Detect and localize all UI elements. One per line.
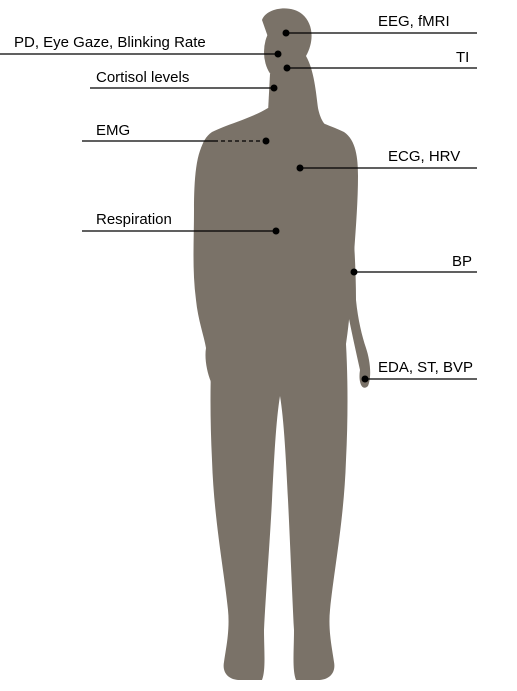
label-emg: EMG (96, 122, 130, 139)
label-cortisol: Cortisol levels (96, 69, 189, 86)
cortisol-dot (271, 85, 278, 92)
label-pd: PD, Eye Gaze, Blinking Rate (14, 34, 206, 51)
ecg-dot (297, 165, 304, 172)
eda-dot (362, 376, 369, 383)
ti-dot (284, 65, 291, 72)
neck (268, 74, 300, 112)
label-eda: EDA, ST, BVP (378, 359, 473, 376)
label-bp: BP (452, 253, 472, 270)
eeg-dot (283, 30, 290, 37)
respiration-dot (273, 228, 280, 235)
emg-dot (263, 138, 270, 145)
label-eeg: EEG, fMRI (378, 13, 450, 30)
label-ti: TI (456, 49, 469, 66)
human-silhouette (194, 8, 371, 680)
label-respiration: Respiration (96, 211, 172, 228)
bp-dot (351, 269, 358, 276)
label-ecg: ECG, HRV (388, 148, 460, 165)
pd-dot (275, 51, 282, 58)
